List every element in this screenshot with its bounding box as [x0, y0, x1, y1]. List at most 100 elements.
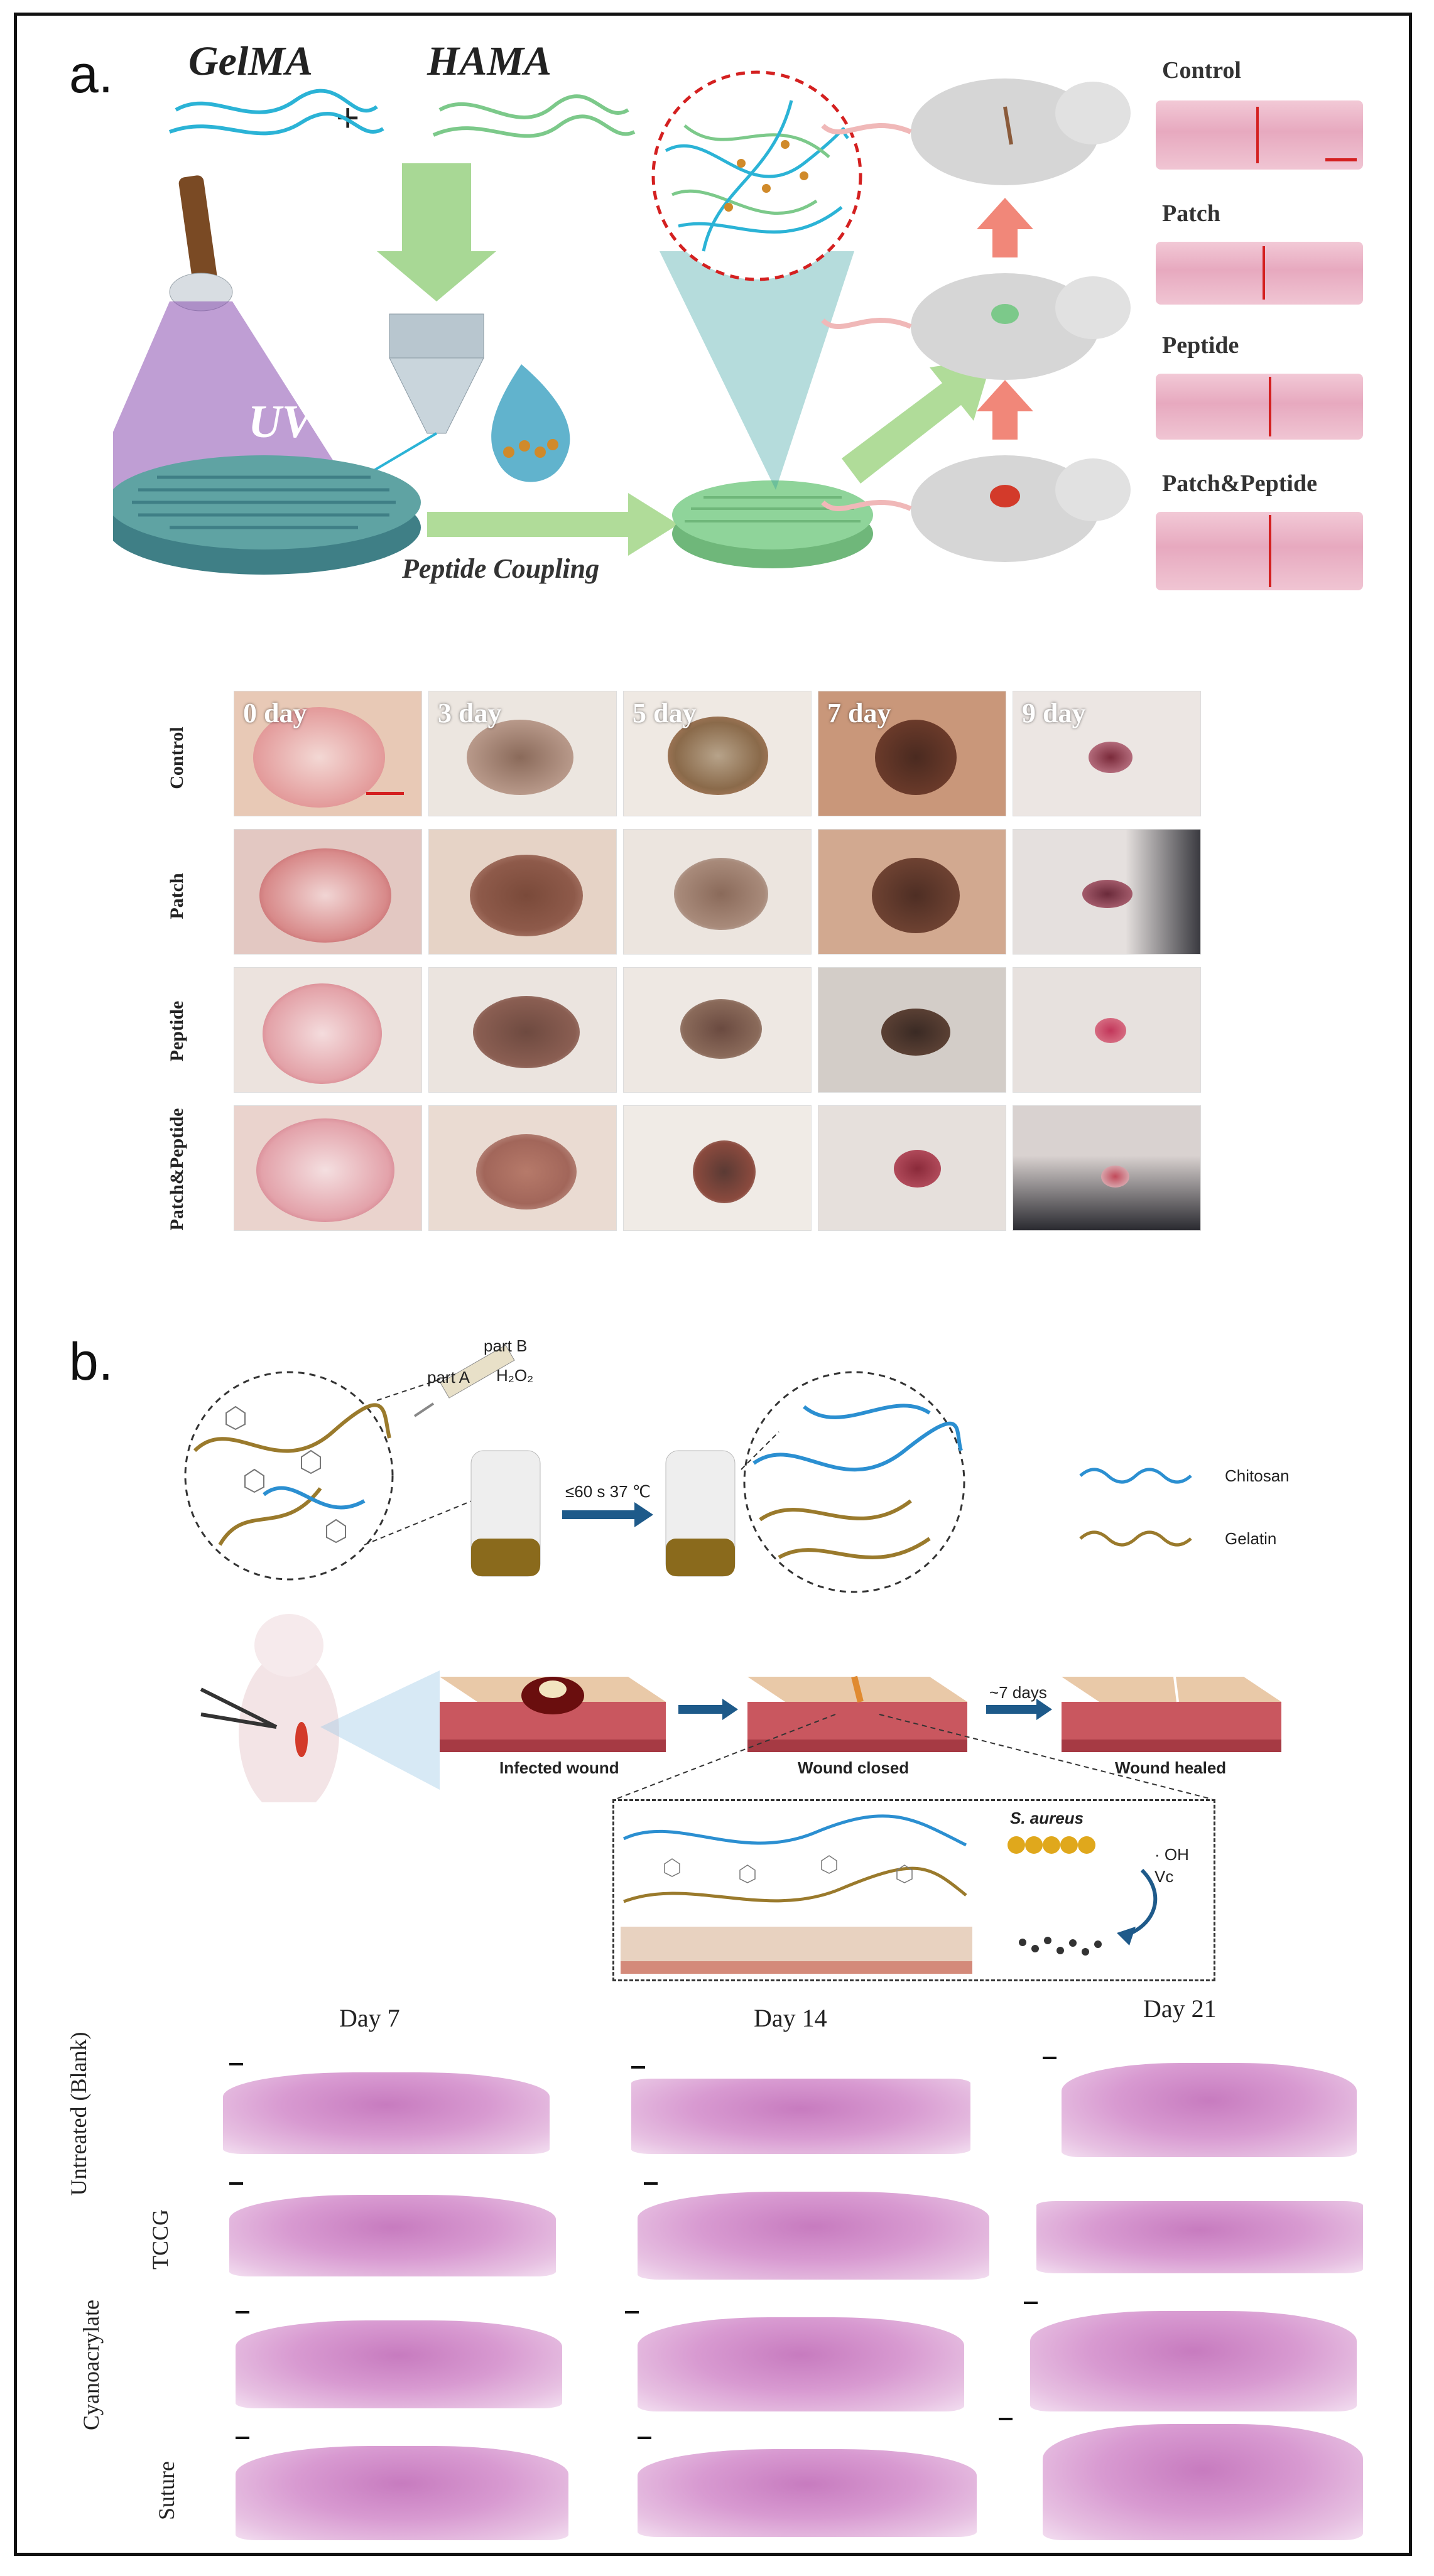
- panel-a-schematic: [113, 70, 1131, 575]
- legend-gelatin-line: [1079, 1530, 1192, 1547]
- day-label-5: 5 day: [633, 698, 697, 728]
- photo-cell: [428, 967, 617, 1093]
- photo-cell: [818, 1105, 1006, 1231]
- skin-block-closed: [747, 1675, 967, 1752]
- histology-section: [631, 2079, 970, 2154]
- hama-fibers: [432, 94, 636, 138]
- skin-block-healed: [1062, 1676, 1281, 1752]
- scale-bar: [229, 2063, 243, 2065]
- mouse-middle: [821, 273, 1131, 380]
- mouse-bottom: [821, 455, 1131, 562]
- blue-arrow: [678, 1699, 738, 1720]
- coupling-arrow: [427, 493, 678, 556]
- histology-section: [638, 2317, 964, 2411]
- arrow-to-mouse: [842, 358, 992, 484]
- histo-strip-patch-peptide: [1156, 512, 1363, 590]
- day-head-14: Day 14: [754, 2004, 827, 2032]
- panel-a-label: a.: [69, 45, 114, 104]
- hydrogel-network-left: [184, 1371, 394, 1581]
- condition-label: ≤60 s 37 ℃: [565, 1482, 651, 1501]
- histo-label-patch: Patch: [1162, 200, 1220, 227]
- bacteria-cluster: [1008, 1836, 1095, 1854]
- thickness-arrow: [1269, 515, 1271, 587]
- scale-bar: [631, 2066, 645, 2069]
- scale-bar: [236, 2437, 249, 2439]
- hydrogel-network-right: [743, 1371, 965, 1593]
- legend-chitosan-line: [1079, 1468, 1192, 1484]
- day-label-7: 7 day: [827, 698, 891, 728]
- photo-cell: [623, 967, 812, 1093]
- radical-vc-label: Vc: [1154, 1867, 1174, 1886]
- day-label-3: 3 day: [438, 698, 502, 728]
- histology-section: [638, 2192, 989, 2280]
- photo-cell: [818, 967, 1006, 1093]
- scale-bar: [625, 2311, 639, 2314]
- scale-bar: [1043, 2057, 1056, 2059]
- vial-liquid: [470, 1450, 541, 1577]
- crosslink-rings: [664, 1855, 913, 1883]
- kill-arrow-head: [1117, 1927, 1136, 1946]
- scale-bar: [999, 2418, 1013, 2420]
- down-arrow: [377, 163, 496, 301]
- stage-infected: Infected wound: [499, 1758, 619, 1777]
- peptide-coupling-label: Peptide Coupling: [402, 553, 600, 584]
- histology-section: [1043, 2424, 1363, 2540]
- coated-scaffold: [672, 480, 873, 568]
- photo-cell: [1013, 1105, 1201, 1231]
- mechanism-inset: S. aureus · OH Vc: [612, 1799, 1215, 1981]
- photo-cell: [1013, 829, 1201, 955]
- stage-closed: Wound closed: [798, 1758, 910, 1777]
- histology-section: [1036, 2201, 1363, 2273]
- histology-section: [1062, 2063, 1357, 2157]
- zoom-line: [879, 1714, 1213, 1800]
- gelma-label: GelMA: [188, 38, 313, 84]
- histology-section: [1030, 2311, 1357, 2411]
- histology-section: [236, 2320, 562, 2408]
- histology-section: [223, 2072, 550, 2154]
- part-a-label: part A: [427, 1368, 470, 1387]
- histology-section: [638, 2449, 977, 2537]
- uv-label: UV: [248, 396, 313, 448]
- panel-b-schematic: [184, 1345, 1281, 1802]
- scale-bar: [366, 792, 404, 795]
- day-label-0: 0 day: [243, 698, 307, 728]
- scale-bar: [1325, 158, 1357, 161]
- scale-bar: [1024, 2302, 1038, 2304]
- tissue-layer: [621, 1961, 972, 1974]
- stage-healed: Wound healed: [1115, 1758, 1227, 1777]
- photo-cell: [234, 691, 422, 816]
- day-head-21: Day 21: [1143, 1994, 1217, 2023]
- histo-label-peptide: Peptide: [1162, 332, 1239, 359]
- wound-photo-grid: Control Patch Peptide Patch&Peptide: [166, 691, 1289, 1256]
- zoom-line: [741, 1431, 779, 1470]
- legend-gelatin-label: Gelatin: [1225, 1529, 1277, 1548]
- thickness-arrow: [1269, 377, 1271, 436]
- figure-frame: [14, 13, 1412, 2556]
- histo-label-control: Control: [1162, 57, 1241, 84]
- uv-lamp-icon: [113, 175, 352, 490]
- day-label-9: 9 day: [1022, 698, 1086, 728]
- histology-section: [236, 2446, 568, 2540]
- thickness-arrow: [1263, 246, 1265, 300]
- photo-cell: [234, 829, 422, 955]
- scale-bar: [229, 2182, 243, 2185]
- blue-arrow: [986, 1699, 1052, 1720]
- photo-cell: [428, 1105, 617, 1231]
- dead-bacteria: [1019, 1937, 1102, 1956]
- vial-gel: [665, 1450, 736, 1577]
- photo-cell: [623, 691, 812, 816]
- histo-strip-patch: [1156, 242, 1363, 305]
- printed-scaffold: [113, 455, 421, 575]
- photo-cell: [428, 829, 617, 955]
- panel-b-label: b.: [69, 1332, 114, 1391]
- b-row-label-untreated: Untreated (Blank): [66, 2032, 91, 2196]
- photo-cell: [1013, 691, 1201, 816]
- photo-cell: [818, 829, 1006, 955]
- network-zoom-circle: [651, 70, 862, 281]
- bacteria-label: S. aureus: [1010, 1809, 1084, 1827]
- part-b-label: part B: [484, 1336, 528, 1355]
- gelatin-chain: [623, 1866, 967, 1903]
- chitosan-chain: [622, 1814, 967, 1847]
- scale-bar: [638, 2437, 651, 2439]
- syringe-icon: [413, 1345, 515, 1417]
